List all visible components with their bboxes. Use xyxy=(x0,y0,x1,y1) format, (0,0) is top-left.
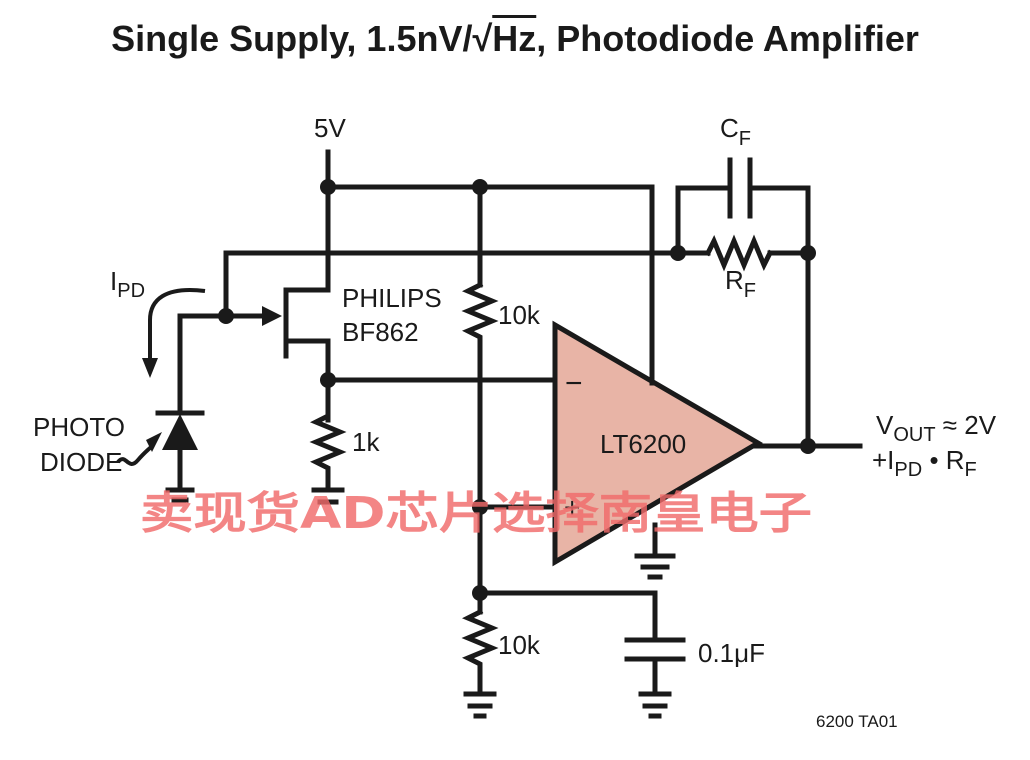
title-suffix: , Photodiode Amplifier xyxy=(536,18,919,59)
rf-label-main: R xyxy=(725,265,744,295)
opamp-label: LT6200 xyxy=(600,429,686,459)
junction-dot xyxy=(472,499,488,515)
junction-dot xyxy=(800,438,816,454)
vout-label-main: V xyxy=(876,410,894,440)
r-src-label: 1k xyxy=(352,427,380,457)
diagram-title: Single Supply, 1.5nV/√Hz, Photodiode Amp… xyxy=(0,18,1030,60)
ipd-label: IPD xyxy=(110,266,145,302)
vout-label-sub: OUT xyxy=(893,424,935,446)
ipd-label-sub: PD xyxy=(117,280,145,302)
cf-label-main: C xyxy=(720,113,739,143)
photo-label-line1: PHOTO xyxy=(33,412,125,442)
bias-divider xyxy=(461,184,499,719)
jfet-label-line2: BF862 xyxy=(342,317,419,347)
supply-label: 5V xyxy=(314,113,346,143)
feedback-resistor xyxy=(704,234,774,272)
junction-dot xyxy=(320,179,336,195)
junction-dot xyxy=(218,308,234,324)
opamp-triangle xyxy=(552,320,763,567)
feedback-capacitor xyxy=(727,157,753,219)
r-bottom-label: 10k xyxy=(498,630,541,660)
photo-label-line2: DIODE xyxy=(40,447,122,477)
light-arrowhead xyxy=(146,432,162,452)
title-main: Single Supply, 1.5nV/ xyxy=(111,18,473,59)
bypass-capacitor xyxy=(477,590,686,719)
vout-label: VOUT ≈ 2V xyxy=(876,410,997,446)
jfet-gate-arrow xyxy=(262,306,282,326)
vout-expr-sub: PD xyxy=(894,459,922,481)
title-sqrt-symbol: √ xyxy=(472,18,493,59)
bottom-divider-resistor xyxy=(461,608,499,693)
photodiode xyxy=(155,313,205,503)
source-resistor xyxy=(309,407,347,488)
cap-label: 0.1μF xyxy=(698,638,765,668)
current-arrowhead xyxy=(142,358,158,378)
figure-id: 6200 TA01 xyxy=(816,712,898,731)
supply-rail xyxy=(325,149,655,386)
vout-expr-plus: +I xyxy=(872,445,894,475)
plus-sign: + xyxy=(564,492,580,523)
vout-expr-sub2: F xyxy=(965,459,977,481)
junction-dot xyxy=(472,179,488,195)
vout-label-rest: ≈ 2V xyxy=(936,410,997,440)
rf-label-sub: F xyxy=(744,280,756,302)
junction-dot xyxy=(670,245,686,261)
junction-dot xyxy=(320,372,336,388)
opamp-ground xyxy=(634,522,676,580)
jfet-transistor xyxy=(177,287,331,423)
minus-sign: − xyxy=(565,367,583,400)
vout-expression: +IPD • RF xyxy=(872,445,977,481)
light-arrow-icon xyxy=(116,444,154,466)
junction-dot xyxy=(800,245,816,261)
jfet-label-line1: PHILIPS xyxy=(342,283,442,313)
cf-label: CF xyxy=(720,113,751,150)
cf-label-sub: F xyxy=(739,128,751,150)
title-radicand: Hz xyxy=(492,18,537,59)
vout-expr-dot: • R xyxy=(922,445,964,475)
ipd-label-main: I xyxy=(110,266,117,296)
junction-dot xyxy=(472,585,488,601)
current-arrow-icon xyxy=(148,288,206,360)
junction-dots xyxy=(218,179,816,601)
watermark-text: 卖现货AD芯片选择南皇电子 xyxy=(140,488,812,539)
r-top-label: 10k xyxy=(498,300,541,330)
top-divider-resistor xyxy=(461,281,499,348)
source-ground xyxy=(311,487,345,505)
rf-label: RF xyxy=(725,265,756,302)
